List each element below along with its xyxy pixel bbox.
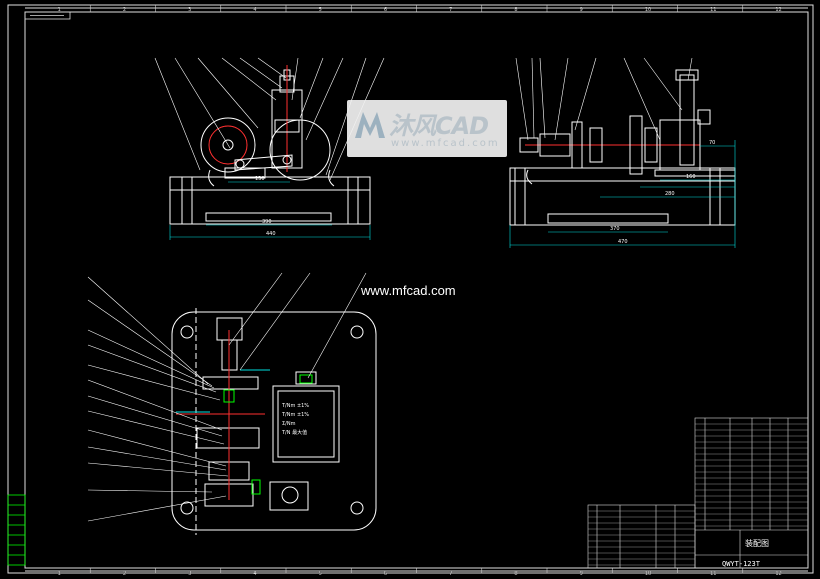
grid-column-number: 7 [449,571,452,577]
dimension-side-470: 470 [618,239,628,245]
plan-view-colored-features [176,330,313,500]
grid-column-number: 1 [58,571,61,577]
dimension-side-160: 160 [686,174,696,180]
dimension-front-440: 440 [266,231,276,237]
watermark-banner: 沐风CAD www.mfcad.com [347,100,507,157]
watermark-brand: 沐风CAD [389,112,489,140]
grid-column-number: 5 [319,571,322,577]
plan-view-leaders [87,272,367,522]
plan-text-line-4: T/N 最大值 [281,429,307,436]
watermark-url: www.mfcad.com [391,138,500,149]
grid-column-number: 9 [580,571,583,577]
grid-column-number: 10 [645,571,651,577]
mfcad-logo-icon [355,112,385,138]
grid-column-number: 5 [319,7,322,13]
side-view-leaders [515,57,693,141]
grid-column-number: 1 [58,7,61,13]
grid-column-number: 4 [253,571,256,577]
drawing-number-box [24,11,71,20]
dimension-side-370: 370 [610,226,620,232]
plan-text-line-2: T/Nm ±1% [281,412,309,418]
grid-column-number: 9 [580,7,583,13]
dimension-side-280: 280 [665,191,675,197]
dimension-front-390: 390 [262,219,272,225]
dimension-front-130: 130 [255,176,265,182]
front-view-dimensions [169,181,371,240]
grid-column-number: 2 [123,571,126,577]
grid-column-number: 2 [123,7,126,13]
grid-column-number: 3 [188,571,191,577]
front-view [169,65,371,225]
grid-column-number: 12 [775,571,781,577]
title-block-drawing-code: QWYT-123T [722,560,760,568]
parts-list-table [587,417,809,569]
grid-column-number: 6 [384,7,387,13]
revision-stamp-boxes [7,494,26,566]
grid-column-number: 10 [645,7,651,13]
side-view-dimensions [509,140,736,248]
plan-view [171,308,377,535]
plan-text-line-3: Σ/Nm [282,421,296,427]
grid-column-number: 4 [253,7,256,13]
parts-list-rows [588,423,808,566]
grid-column-number: 8 [514,7,517,13]
site-url-label[interactable]: www.mfcad.com [361,283,456,298]
grid-column-number: 12 [775,7,781,13]
grid-column-number: 8 [514,571,517,577]
title-block-drawing-title: 装配图 [745,539,769,548]
grid-column-number: 3 [188,7,191,13]
grid-column-number: 11 [710,571,716,577]
plan-text-line-1: T/Nm ±1% [281,403,309,409]
dimension-side-70: 70 [709,140,715,146]
grid-column-number: 6 [384,571,387,577]
grid-column-number: 7 [449,7,452,13]
side-view [509,69,736,226]
grid-column-number: 11 [710,7,716,13]
